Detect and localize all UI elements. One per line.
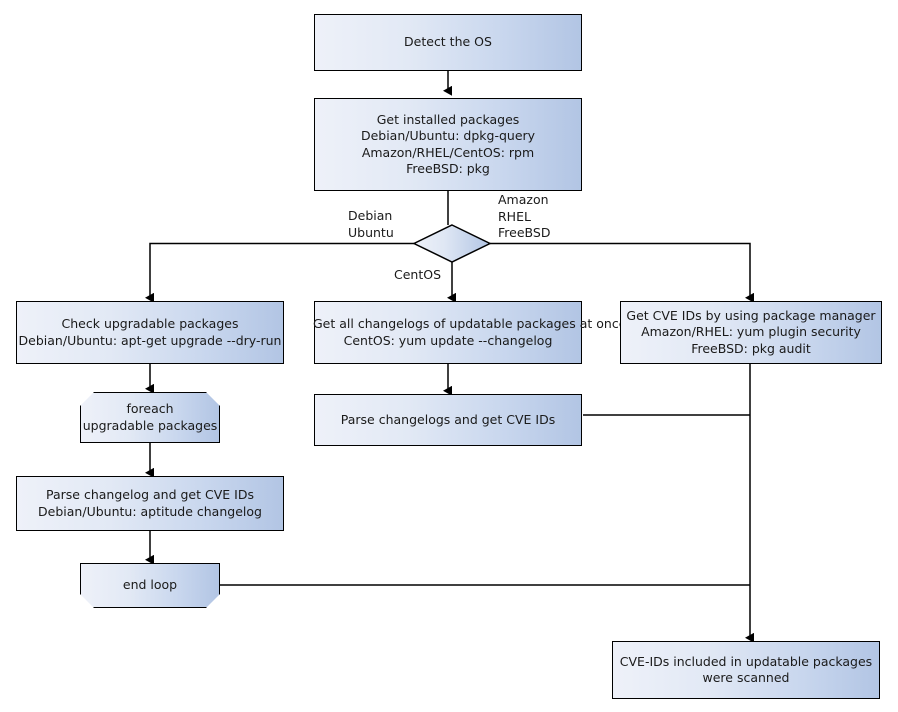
edge-decision-left [145, 242, 414, 303]
edge-label-debian-ubuntu: Debian Ubuntu [348, 208, 394, 241]
node-get-all-changelogs[interactable]: Get all changelogs of updatable packages… [313, 301, 627, 364]
text-line: RHEL [498, 208, 531, 224]
text-line: FreeBSD [498, 225, 551, 240]
node-check-upgradable[interactable]: Check upgradable packages Debian/Ubuntu:… [16, 301, 284, 364]
node-parse-changelog-single[interactable]: Parse changelog and get CVE IDs Debian/U… [16, 476, 284, 531]
node-os-decision[interactable] [412, 223, 492, 264]
edge-label-centos: CentOS [394, 267, 442, 282]
node-end-loop-label: end loop [122, 577, 178, 593]
node-scan-complete[interactable]: CVE-IDs included in updatable packages w… [612, 641, 880, 699]
node-parse-changelogs-all[interactable]: Parse changelogs and get CVE IDs [314, 394, 582, 446]
text-line: Get all changelogs of updatable packages… [313, 316, 627, 331]
text-line: Debian/Ubuntu: apt-get upgrade --dry-run [18, 332, 282, 348]
text-line: Ubuntu [348, 224, 394, 240]
text-line: Check upgradable packages [61, 316, 239, 331]
text-line: CentOS: yum update --changelog [343, 332, 553, 348]
node-parse-changelogs-all-label: Parse changelogs and get CVE IDs [340, 411, 556, 427]
node-foreach-loop-label: foreach upgradable packages [81, 401, 220, 434]
edge-label-amazon-rhel-freebsd: Amazon RHEL FreeBSD [498, 192, 550, 242]
text-line: foreach [126, 401, 174, 416]
node-detect-os-label: Detect the OS [404, 34, 492, 50]
text-line: Get installed packages [376, 111, 520, 127]
node-get-installed-packages[interactable]: Get installed packages Debian/Ubuntu: dp… [314, 98, 582, 191]
node-detect-os[interactable]: Detect the OS [314, 14, 582, 71]
text-line: Parse changelog and get CVE IDs [46, 487, 254, 502]
text-line: Amazon/RHEL: yum plugin security [641, 324, 861, 340]
node-check-upgradable-label: Check upgradable packages Debian/Ubuntu:… [17, 316, 284, 349]
node-get-all-changelogs-label: Get all changelogs of updatable packages… [313, 316, 627, 349]
node-foreach-loop[interactable]: foreach upgradable packages [80, 392, 220, 443]
text-line: were scanned [702, 670, 790, 685]
text-line: Get CVE IDs by using package manager [626, 307, 876, 323]
node-parse-changelog-single-label: Parse changelog and get CVE IDs Debian/U… [17, 487, 283, 520]
node-end-loop[interactable]: end loop [80, 563, 220, 608]
text-line: Debian/Ubuntu: dpkg-query [360, 128, 536, 143]
text-line: FreeBSD: pkg [406, 161, 490, 176]
node-get-cve-ids-pkg-manager-label: Get CVE IDs by using package manager Ama… [621, 308, 881, 358]
node-scan-complete-label: CVE-IDs included in updatable packages w… [613, 654, 879, 687]
text-line: Amazon [498, 192, 549, 207]
text-line: CVE-IDs included in updatable packages [619, 653, 873, 669]
edge-decision-right [490, 242, 754, 303]
text-line: Debian/Ubuntu: aptitude changelog [38, 503, 262, 519]
decision-diamond-icon [412, 224, 492, 263]
text-line: Amazon/RHEL/CentOS: rpm [361, 144, 535, 160]
node-get-cve-ids-pkg-manager[interactable]: Get CVE IDs by using package manager Ama… [620, 301, 882, 364]
text-line: upgradable packages [82, 417, 218, 433]
node-get-installed-packages-label: Get installed packages Debian/Ubuntu: dp… [315, 112, 581, 178]
text-line: FreeBSD: pkg audit [691, 340, 811, 356]
text-line: Debian [348, 208, 393, 223]
